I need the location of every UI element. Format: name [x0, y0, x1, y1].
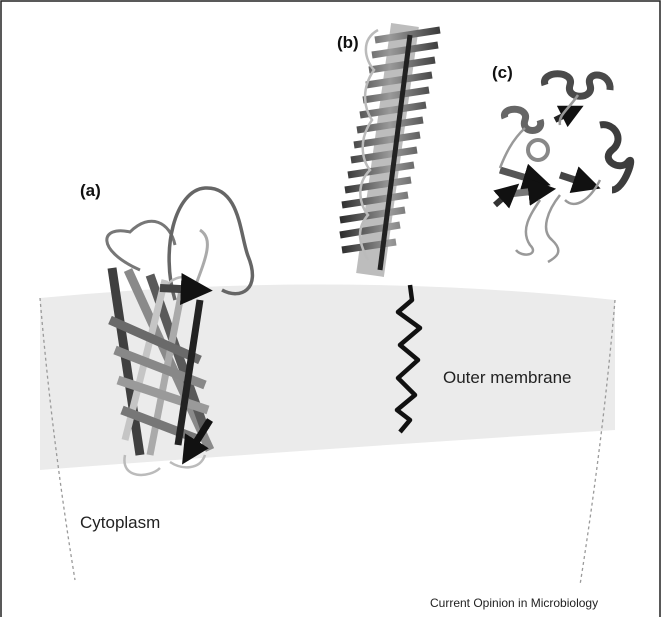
helix [600, 125, 631, 190]
loop [107, 221, 175, 270]
loop [169, 188, 252, 300]
panel-label-a: (a) [80, 181, 101, 200]
panel-label-c: (c) [492, 63, 513, 82]
panel-label-b: (b) [337, 33, 359, 52]
helix-ring [528, 140, 548, 160]
credit-text: Current Opinion in Microbiology [430, 596, 598, 610]
helix [504, 109, 540, 130]
outer-membrane-label: Outer membrane [443, 368, 572, 387]
beta-strand [560, 175, 590, 185]
cytoplasm-label: Cytoplasm [80, 513, 160, 532]
helix [545, 74, 611, 97]
beta-strand [500, 170, 540, 182]
beta-strand [160, 288, 200, 290]
coil [500, 95, 600, 262]
protein-c-globular [495, 74, 631, 262]
